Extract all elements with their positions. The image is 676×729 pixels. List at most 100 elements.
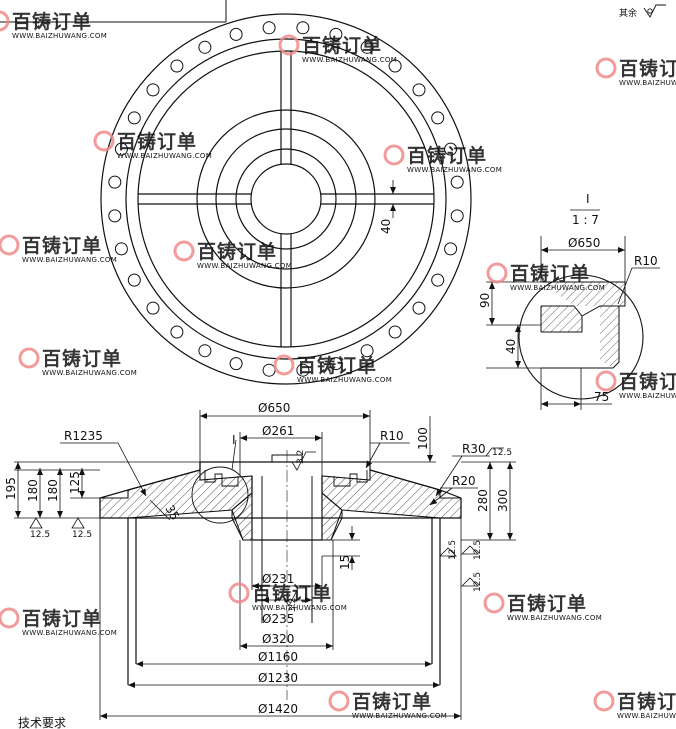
bolt-hole	[127, 111, 141, 125]
watermark-en: WWW.BAIZHUWANG.COM	[297, 376, 392, 384]
section-dim-dia231: Ø231	[262, 572, 294, 586]
watermark-en: WWW.BAIZHUWANG.COM	[619, 79, 676, 87]
detail-dim-40: 40	[504, 339, 518, 354]
watermark-logo-icon	[483, 592, 505, 614]
watermark-logo-icon	[328, 690, 350, 712]
section-dim-dia320: Ø320	[262, 632, 294, 646]
roughness-bore: 3.2	[288, 598, 298, 612]
bolt-hole	[296, 21, 310, 35]
roughness-left-a: 12.5	[30, 530, 50, 540]
roughness-right-a: 12.5	[448, 540, 458, 560]
detail-dim-r10: R10	[634, 254, 658, 268]
bolt-hole	[170, 325, 184, 339]
watermark-logo-icon	[593, 690, 615, 712]
watermark-en: WWW.BAIZHUWANG.COM	[117, 152, 212, 160]
roughness-hub-top: 3.2	[296, 450, 306, 464]
section-dim-280: 280	[476, 489, 490, 512]
roughness-left-b: 12.5	[72, 530, 92, 540]
detail-scale: 1 : 7	[572, 213, 599, 227]
watermark-cn: 百铸订单	[297, 354, 377, 377]
watermark-cn: 百铸订单	[12, 10, 92, 33]
watermark-logo-icon	[173, 240, 195, 262]
plan-view	[100, 13, 472, 385]
section-dim-180a: 180	[26, 479, 40, 502]
watermark-logo-icon	[278, 34, 300, 56]
watermark-logo-icon	[0, 234, 20, 256]
section-dim-dia1160: Ø1160	[258, 650, 298, 664]
bolt-hole	[229, 27, 243, 41]
roughness-r30: 12.5	[492, 448, 512, 458]
bolt-hole	[450, 175, 464, 189]
section-dim-r10: R10	[380, 429, 404, 443]
section-dim-195: 195	[4, 477, 18, 500]
watermark-cn: 百铸订单	[619, 370, 676, 393]
detail-dim-dia650: Ø650	[568, 236, 600, 250]
bolt-hole	[296, 363, 310, 377]
watermark-cn: 百铸订单	[619, 57, 676, 80]
bolt-hole	[114, 142, 128, 156]
watermark-logo-icon	[273, 354, 295, 376]
watermark-logo-icon	[0, 10, 10, 32]
bolt-hole	[431, 273, 445, 287]
watermark-cn: 百铸订单	[252, 582, 332, 605]
bolt-hole	[262, 363, 276, 377]
watermark-cn: 百铸订单	[22, 234, 102, 257]
bolt-hole	[444, 242, 458, 256]
section-detail-callout: I	[232, 433, 236, 447]
bolt-hole	[229, 357, 243, 371]
watermark-en: WWW.BAIZHUWANG.COM	[407, 166, 502, 174]
section-dim-dia1420: Ø1420	[258, 702, 298, 716]
section-dim-15: 15	[338, 555, 352, 570]
watermark-logo-icon	[228, 582, 250, 604]
watermark-logo-icon	[0, 607, 20, 629]
detail-view: I 1 : 7 Ø650 R1	[478, 192, 660, 410]
watermark-en: WWW.BAIZHUWANG.COM	[507, 614, 602, 622]
bolt-hole	[114, 242, 128, 256]
bolt-hole	[412, 83, 426, 97]
bolt-hole	[412, 301, 426, 315]
bolt-hole	[444, 142, 458, 156]
watermark-en: WWW.BAIZHUWANG.COM	[42, 369, 137, 377]
roughness-right-b: 12.5	[473, 540, 483, 560]
plan-dim-rib-width: 40	[379, 219, 393, 234]
watermark-cn: 百铸订单	[352, 690, 432, 713]
watermark-en: WWW.BAIZHUWANG.COM	[619, 392, 676, 400]
watermark-en: WWW.BAIZHUWANG.COM	[12, 32, 107, 40]
section-dim-300: 300	[496, 489, 510, 512]
watermark-cn: 百铸订单	[510, 262, 590, 285]
watermark-logo-icon	[18, 347, 40, 369]
section-dim-100: 100	[416, 427, 430, 450]
watermark-logo-icon	[595, 370, 617, 392]
watermark-logo-icon	[383, 144, 405, 166]
bolt-hole	[198, 40, 212, 54]
roughness-symbol-icon	[643, 4, 666, 18]
watermark-en: WWW.BAIZHUWANG.COM	[352, 712, 447, 720]
bolt-hole	[360, 40, 374, 54]
bolt-hole	[108, 209, 122, 223]
bolt-hole	[170, 59, 184, 73]
section-dim-dia235: Ø235	[262, 612, 294, 626]
section-dim-35: 35	[162, 503, 182, 523]
watermark-en: WWW.BAIZHUWANG.COM	[302, 56, 397, 64]
watermark-en: WWW.BAIZHUWANG.COM	[252, 604, 347, 612]
watermark-en: WWW.BAIZHUWANG.COM	[197, 262, 292, 270]
section-dim-dia261: Ø261	[262, 424, 294, 438]
section-dim-125: 125	[68, 471, 82, 494]
watermark-en: WWW.BAIZHUWANG.COM	[22, 629, 117, 637]
watermark-cn: 百铸订单	[617, 690, 676, 713]
tech-requirements-heading: 技术要求	[18, 716, 66, 729]
bolt-hole	[388, 59, 402, 73]
detail-label: I	[586, 192, 590, 206]
general-roughness-note: 其余	[619, 4, 666, 19]
roughness-symbols	[29, 447, 504, 607]
watermark-logo-icon	[595, 57, 617, 79]
watermark-cn: 百铸订单	[42, 347, 122, 370]
watermark-cn: 百铸订单	[507, 592, 587, 615]
section-dim-r20: R20	[452, 474, 476, 488]
bolt-hole	[262, 21, 276, 35]
roughness-note-text: 其余	[619, 7, 637, 19]
watermark-logo-icon	[93, 130, 115, 152]
section-dim-dia650: Ø650	[258, 401, 290, 415]
section-dim-r1235: R1235	[64, 429, 103, 443]
